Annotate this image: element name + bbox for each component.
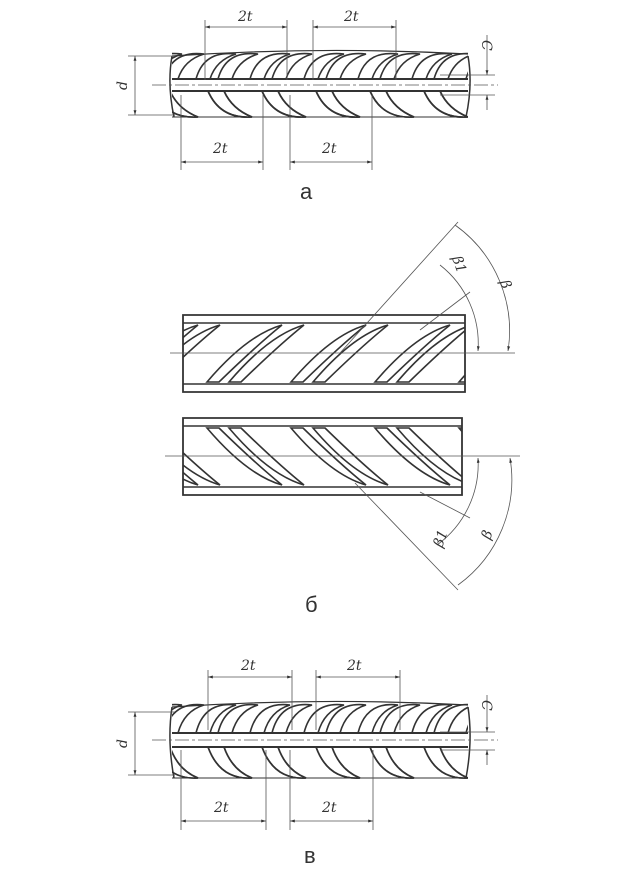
bar-outline-top <box>171 49 469 57</box>
bar-outline <box>182 314 466 393</box>
transverse-rib-bottom <box>261 746 307 779</box>
inclined-rib <box>373 427 451 486</box>
transverse-rib-top <box>271 703 313 734</box>
transverse-rib-top <box>325 703 367 734</box>
figure-caption: в <box>304 843 316 868</box>
inclined-rib <box>481 325 556 382</box>
transverse-rib-top <box>379 703 421 734</box>
diameter-label: d <box>115 739 131 748</box>
rebar-b-top-view <box>182 314 556 393</box>
figure-caption: а <box>300 179 313 204</box>
pitch-dimension-top-a: 2t 2t <box>204 9 397 80</box>
figure-b: β1 β β1 β б <box>165 221 556 617</box>
rebar-v-body <box>152 700 522 779</box>
inclined-rib <box>227 324 305 383</box>
transverse-rib-top <box>195 52 237 80</box>
transverse-rib-bottom <box>423 90 468 118</box>
pitch-dimension-top-v: 2t 2t <box>207 658 401 730</box>
transverse-rib-bottom <box>315 90 361 118</box>
rebar-b-bottom-view <box>182 417 556 496</box>
rib-height-dimension-v: C <box>440 695 495 765</box>
diameter-dimension-v: d <box>115 711 175 776</box>
transverse-rib-top <box>357 52 399 80</box>
pitch-label: 2t <box>346 658 362 674</box>
pitch-dimension-bottom-v: 2t 2t <box>180 750 374 830</box>
transverse-rib-top <box>217 703 259 734</box>
pitch-label: 2t <box>213 800 229 816</box>
rib-height-label: C <box>478 700 494 711</box>
pitch-label: 2t <box>321 141 337 157</box>
pitch-dimension-bottom-a: 2t 2t <box>180 95 373 170</box>
transverse-rib-top <box>379 52 421 80</box>
transverse-rib-top <box>433 52 468 80</box>
inclined-rib <box>481 428 556 485</box>
transverse-rib-bottom <box>207 90 253 118</box>
transverse-rib-bottom <box>478 747 522 778</box>
transverse-rib-bottom <box>369 746 415 779</box>
pitch-label: 2t <box>343 9 359 25</box>
transverse-rib-top <box>195 703 237 734</box>
transverse-rib-top <box>303 703 345 734</box>
inclined-rib <box>395 427 462 483</box>
transverse-rib-top <box>217 52 259 80</box>
transverse-rib-top <box>271 52 313 80</box>
pitch-label: 2t <box>212 141 228 157</box>
transverse-rib-top <box>249 703 291 734</box>
angle-label-beta1: β1 <box>430 528 451 550</box>
inclined-rib <box>183 324 199 339</box>
inclined-rib <box>183 471 199 486</box>
transverse-rib-bottom <box>423 746 468 779</box>
inclined-rib <box>205 324 283 383</box>
transverse-rib-bottom <box>478 747 522 778</box>
transverse-rib-top <box>303 52 345 80</box>
figure-caption: б <box>305 592 318 617</box>
inclined-rib <box>183 324 221 359</box>
diameter-dimension-a: d <box>115 55 175 116</box>
inclined-rib <box>227 427 305 486</box>
inclined-rib <box>183 451 221 486</box>
pitch-label: 2t <box>237 9 253 25</box>
rebar-a-body <box>152 49 498 118</box>
inclined-rib <box>311 324 389 383</box>
bar-end-break <box>169 55 471 118</box>
transverse-rib-top <box>411 52 453 80</box>
transverse-rib-top <box>433 703 468 734</box>
inclined-rib <box>289 427 367 486</box>
pitch-label: 2t <box>321 800 337 816</box>
transverse-rib-bottom <box>369 90 415 118</box>
angle-label-beta1: β1 <box>448 253 469 275</box>
figure-v: 2t 2t 2t 2t d C в <box>115 658 522 868</box>
inclined-rib <box>289 324 367 383</box>
transverse-rib-top <box>357 703 399 734</box>
inclined-rib <box>373 324 451 383</box>
transverse-rib-bottom <box>261 90 307 118</box>
inclined-rib <box>395 326 465 383</box>
inclined-rib <box>311 427 389 486</box>
inclined-rib <box>457 427 462 433</box>
transverse-rib-top <box>325 52 367 80</box>
diameter-label: d <box>115 81 131 90</box>
figure-a: 2t 2t 2t 2t d C а <box>115 9 498 204</box>
inclined-rib <box>457 373 465 383</box>
angle-dimensions-top: β1 β <box>170 221 515 354</box>
transverse-rib-top <box>249 52 291 80</box>
transverse-rib-bottom <box>315 746 361 779</box>
transverse-rib-bottom <box>207 746 253 779</box>
rib-height-dimension-a: C <box>440 35 495 110</box>
bar-end-break <box>169 706 471 779</box>
transverse-rib-bottom <box>172 749 199 779</box>
inclined-rib <box>205 427 283 486</box>
transverse-rib-top <box>411 703 453 734</box>
bar-outline <box>182 417 463 496</box>
transverse-rib-top <box>172 52 183 60</box>
rib-height-label: C <box>478 40 494 51</box>
bar-outline-top <box>171 700 469 708</box>
angle-dimensions-bottom: β1 β <box>165 455 520 591</box>
transverse-rib-bottom <box>172 93 199 118</box>
pitch-label: 2t <box>240 658 256 674</box>
angle-label-beta: β <box>478 528 496 542</box>
transverse-rib-top <box>172 703 183 711</box>
